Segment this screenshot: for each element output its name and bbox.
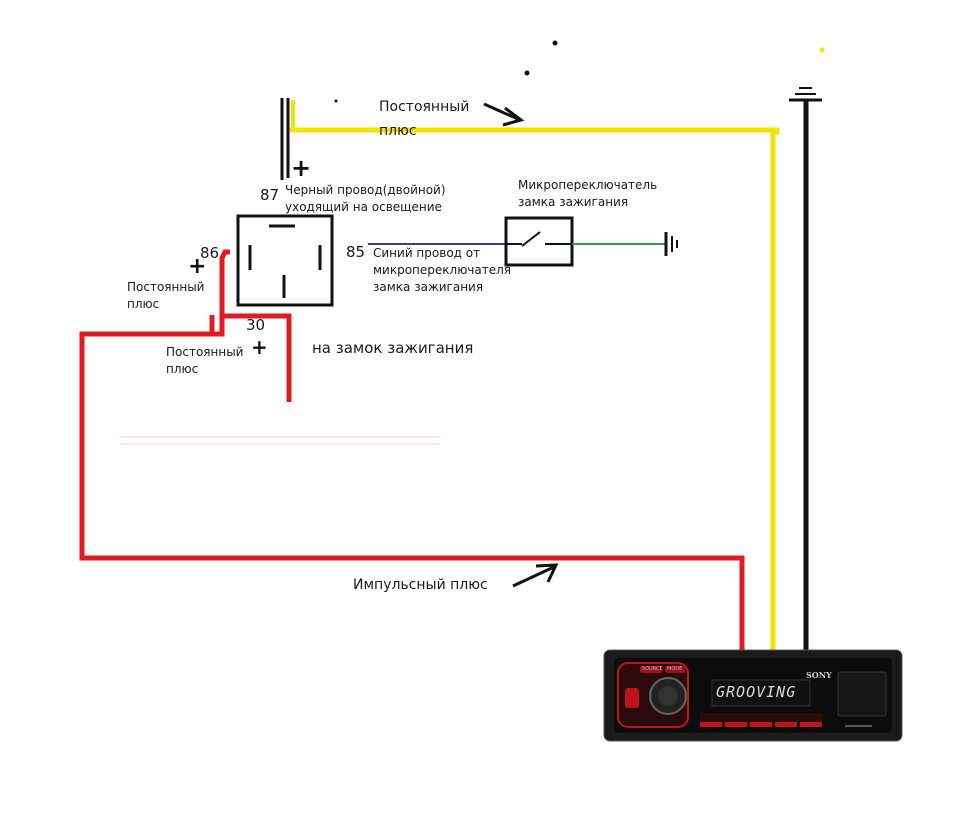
label-microswitch: Микропереключатель xyxy=(518,178,658,192)
microswitch-body xyxy=(504,216,574,267)
radio-brand: SONY xyxy=(806,670,832,680)
radio-source-label: SOURCE xyxy=(642,666,663,672)
stray-dot xyxy=(552,40,558,46)
stray-dot xyxy=(524,70,530,76)
label-constant-plus-86-2: плюс xyxy=(127,297,160,311)
label-blue-wire-2: микропереключателя xyxy=(373,263,512,277)
label-constant-plus-86: Постоянный xyxy=(127,280,205,294)
arrow-impulse-plus xyxy=(512,563,559,588)
label-constant-plus-top: Постоянный xyxy=(379,99,470,115)
label-blue-wire-3: замка зажигания xyxy=(373,280,484,294)
pin-87-label: 87 xyxy=(260,186,280,204)
red-wire-86 xyxy=(79,249,745,652)
radio-mode-label: MODE xyxy=(667,666,683,672)
red-wire-30 xyxy=(222,313,292,402)
plus-sign-87: + xyxy=(291,154,312,182)
label-to-ignition: на замок зажигания xyxy=(312,339,474,357)
pin-85-label: 85 xyxy=(346,243,366,261)
lcd-display xyxy=(711,679,811,707)
arrow-constant-plus xyxy=(483,102,525,127)
yellow-constant-plus-wire xyxy=(289,127,780,652)
label-impulse-plus: Импульсный плюс xyxy=(353,577,488,593)
label-constant-plus-30-2: плюс xyxy=(166,362,199,376)
microswitch-lever xyxy=(521,231,541,247)
source-button-shape[interactable] xyxy=(640,666,662,673)
stray-dot xyxy=(819,47,825,53)
mode-button-shape[interactable] xyxy=(665,666,685,673)
label-constant-plus-top-2: плюс xyxy=(379,123,417,139)
label-microswitch-2: замка зажигания xyxy=(518,195,629,209)
label-constant-plus-30: Постоянный xyxy=(166,345,244,359)
label-blue-wire: Синий провод от xyxy=(373,246,481,260)
pin-86-label: 86 xyxy=(200,244,220,262)
car-radio xyxy=(603,649,903,742)
label-black-wire: Черный провод(двойной) xyxy=(285,183,446,197)
stray-dot xyxy=(334,99,338,103)
radio-display-text: GROOVING xyxy=(716,683,797,701)
plus-sign-30: + xyxy=(251,335,268,359)
pin-30-label: 30 xyxy=(246,316,266,334)
label-black-wire-2: уходящий на освещение xyxy=(285,200,442,214)
plus-sign-86: + xyxy=(188,254,207,279)
